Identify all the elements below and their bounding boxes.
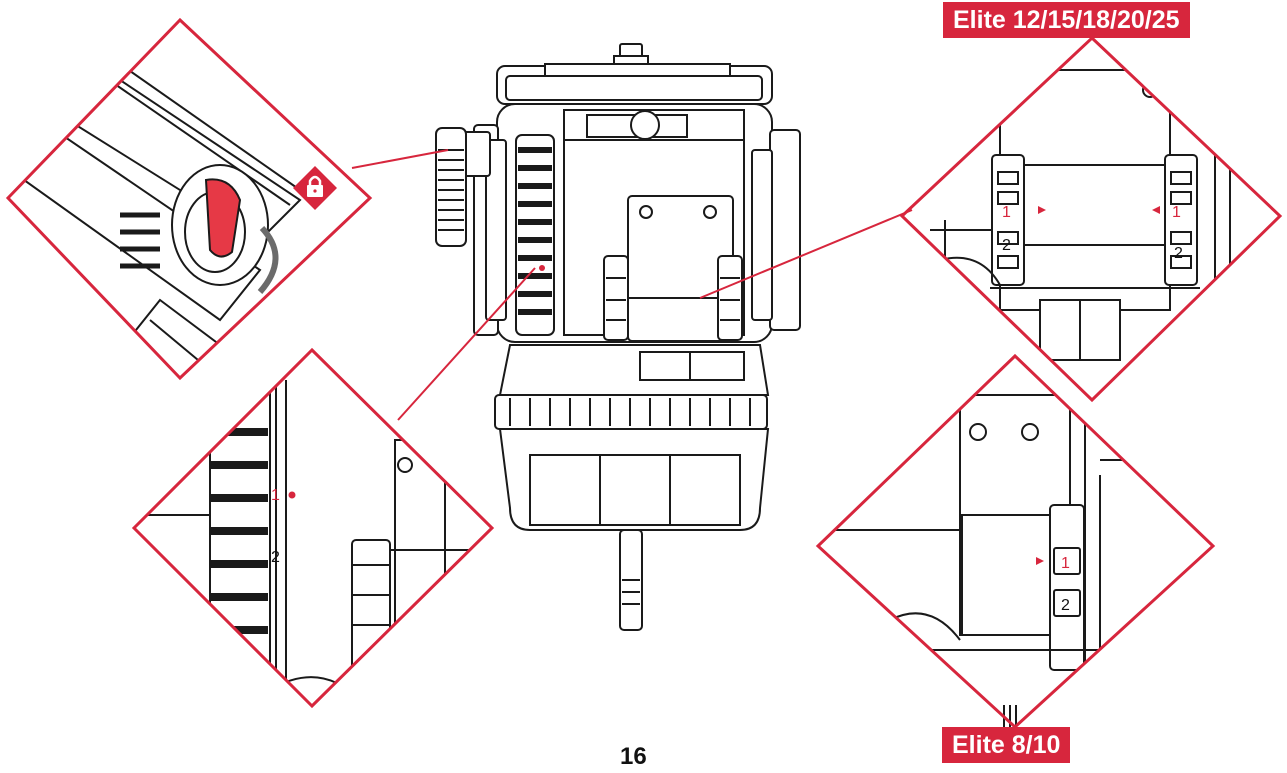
model-label-elite-small: Elite 8/10	[942, 727, 1071, 763]
detail-tilt-drag: 1 2	[131, 347, 495, 709]
page-number: 16	[620, 743, 647, 770]
pan-right-step-2-label: 2	[1174, 245, 1183, 262]
pan-right-step-1-label: 1	[1172, 204, 1181, 221]
pan-left-step-2-label: 2	[1002, 237, 1011, 254]
connector-lines	[351, 149, 913, 421]
detail-pan-drag-small: 1 2	[815, 353, 1216, 730]
knob-grip-lines	[438, 149, 751, 605]
small-pan-step-1-label: 1	[1061, 555, 1070, 572]
gear-teeth	[518, 147, 552, 315]
tilt-step-2-label: 2	[271, 549, 280, 566]
lock-icon	[293, 166, 337, 210]
rotate-arrow-icon	[257, 225, 279, 294]
center-marker-dot	[539, 265, 545, 271]
detail-lock-knob	[5, 17, 373, 381]
detail-pan-drag-large: 1 2 1 2	[899, 35, 1283, 403]
pan-left-step-1-label: 1	[1002, 204, 1011, 221]
fluid-head-drawing	[435, 43, 801, 631]
tilt-step-1-label: 1	[271, 487, 280, 504]
lock-lever	[204, 178, 242, 258]
model-label-elite-large: Elite 12/15/18/20/25	[943, 2, 1190, 38]
small-pan-step-2-label: 2	[1061, 597, 1070, 614]
